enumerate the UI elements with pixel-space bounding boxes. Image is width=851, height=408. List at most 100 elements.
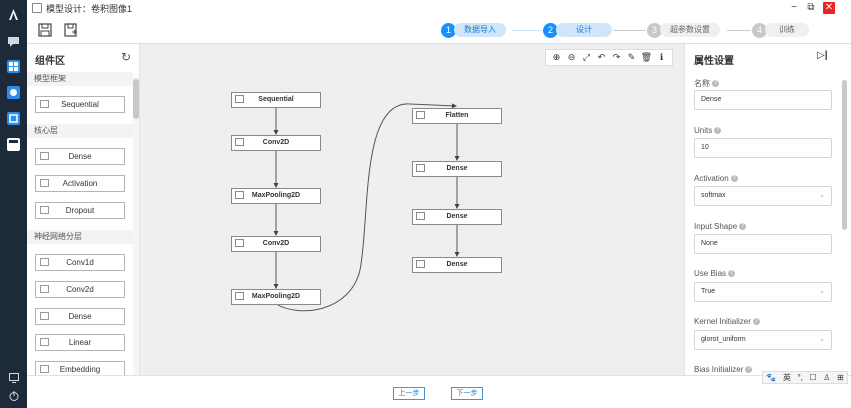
step-number: 3 (647, 22, 662, 38)
units-input[interactable]: 10 (694, 138, 832, 158)
ime-grid-icon[interactable]: ⊞ (837, 373, 844, 382)
delete-icon[interactable]: 🗑 (640, 52, 653, 62)
component-dropout[interactable]: Dropout (35, 202, 125, 219)
node-conv2d[interactable]: Conv2D (231, 135, 321, 151)
node-label: Sequential (258, 96, 294, 103)
dataset-icon[interactable] (7, 86, 20, 99)
component-conv1d[interactable]: Conv1d (35, 254, 125, 271)
info-icon[interactable]: ℹ (659, 52, 664, 62)
node-flatten[interactable]: Flatten (412, 108, 502, 124)
power-icon[interactable] (7, 389, 20, 402)
scrollbar-thumb[interactable] (133, 79, 139, 119)
app-sidebar-rail (0, 0, 27, 408)
component-panel-scrollbar[interactable] (133, 77, 139, 375)
screen-icon[interactable] (7, 371, 20, 384)
window-title: 模型设计：卷积图像1 (46, 3, 133, 14)
component-label: Sequential (61, 100, 99, 109)
component-activation[interactable]: Activation (35, 175, 125, 192)
node-maxpooling2d[interactable]: MaxPooling2D (231, 289, 321, 305)
collapse-panel-icon[interactable]: ▷| (817, 50, 828, 61)
use-bias-select[interactable]: True⌄ (694, 282, 832, 302)
help-icon[interactable]: ? (728, 270, 736, 278)
step-label: 数据导入 (454, 23, 506, 37)
design-icon[interactable] (7, 138, 20, 151)
step-train[interactable]: 4 训练 (752, 22, 809, 38)
ime-toolbar: 🐾 英 °, ☐ ♙ ⊞ (762, 371, 848, 384)
group-header-core[interactable]: 核心层 (27, 124, 133, 138)
node-icon (416, 111, 425, 119)
component-label: Conv1d (66, 258, 94, 267)
node-icon (235, 138, 244, 146)
name-input[interactable]: Dense (694, 90, 832, 110)
help-icon[interactable]: ? (712, 80, 719, 88)
node-label: Dense (446, 165, 468, 172)
node-label: Dense (446, 213, 468, 220)
node-label: Conv2D (262, 139, 290, 146)
redo-icon[interactable]: ↷ (612, 52, 621, 62)
component-label: Dense (68, 152, 92, 161)
edit-icon[interactable]: ✎ (627, 52, 636, 62)
kernel-initializer-select[interactable]: glorot_uniform⌄ (694, 330, 832, 350)
node-maxpooling2d[interactable]: MaxPooling2D (231, 188, 321, 204)
apps-icon[interactable] (7, 60, 20, 73)
select-value: softmax (701, 192, 726, 199)
minimize-button[interactable]: − (791, 2, 797, 13)
component-dense-nn[interactable]: Dense (35, 308, 125, 325)
zoom-out-icon[interactable]: ⊖ (567, 52, 576, 62)
step-label: 超参数设置 (660, 23, 720, 37)
help-icon[interactable]: ? (739, 223, 747, 231)
node-dense[interactable]: Dense (412, 209, 502, 225)
step-hyperparams[interactable]: 3 超参数设置 (647, 22, 720, 38)
prev-step-button[interactable]: 上一步 (393, 387, 425, 400)
restore-button[interactable]: ⧉ (807, 2, 815, 13)
properties-panel-scrollbar[interactable] (842, 78, 848, 278)
canvas-toolbar: ⊕ ⊖ ⤢ ↶ ↷ ✎ 🗑 ℹ (545, 49, 673, 66)
app-logo-icon (7, 8, 20, 21)
chevron-down-icon: ⌄ (819, 192, 825, 199)
help-icon[interactable]: ? (730, 175, 738, 183)
next-step-button[interactable]: 下一步 (451, 387, 483, 400)
help-icon[interactable]: ? (745, 366, 753, 374)
step-number: 1 (441, 22, 456, 38)
group-header-framework[interactable]: 模型框架 (27, 72, 133, 86)
model-icon[interactable] (7, 112, 20, 125)
field-label-units: Units? (694, 126, 722, 135)
node-icon (416, 260, 425, 268)
node-dense[interactable]: Dense (412, 161, 502, 177)
help-icon[interactable]: ? (714, 127, 722, 135)
step-design[interactable]: 2 设计 (543, 22, 612, 38)
component-conv2d[interactable]: Conv2d (35, 281, 125, 298)
field-label-kernel-initializer: Kernel Initializer? (694, 317, 760, 326)
component-embedding[interactable]: Embedding (35, 361, 125, 375)
node-icon (235, 239, 244, 247)
ime-language-toggle[interactable]: 英 (782, 373, 791, 382)
component-sequential[interactable]: Sequential (35, 96, 125, 113)
node-dense-selected[interactable]: Dense (412, 257, 502, 273)
ime-paw-icon[interactable]: 🐾 (766, 373, 777, 382)
fit-icon[interactable]: ⤢ (582, 52, 591, 62)
undo-icon[interactable]: ↶ (597, 52, 606, 62)
node-sequential[interactable]: Sequential (231, 92, 321, 108)
message-icon[interactable] (7, 35, 20, 48)
step-number: 4 (752, 22, 767, 38)
ime-user-icon[interactable]: ♙ (823, 373, 831, 382)
help-icon[interactable]: ? (752, 318, 760, 326)
zoom-in-icon[interactable]: ⊕ (552, 52, 561, 62)
close-button[interactable]: ✕ (823, 2, 835, 14)
save-as-icon[interactable] (64, 23, 78, 37)
ime-punctuation-toggle[interactable]: °, (797, 373, 803, 382)
group-header-nn-layers[interactable]: 神经网络分层 (27, 230, 133, 244)
component-icon (40, 258, 49, 266)
save-icon[interactable] (38, 23, 52, 37)
scrollbar-thumb[interactable] (842, 80, 847, 230)
component-linear[interactable]: Linear (35, 334, 125, 351)
input-shape-input[interactable]: None (694, 234, 832, 254)
activation-select[interactable]: softmax ⌄ (694, 186, 832, 206)
step-data-import[interactable]: 1 数据导入 (441, 22, 506, 38)
node-conv2d[interactable]: Conv2D (231, 236, 321, 252)
refresh-icon[interactable]: ↻ (121, 50, 132, 64)
field-label-activation: Activation? (694, 174, 738, 183)
ime-keyboard-icon[interactable]: ☐ (809, 373, 817, 382)
component-icon (40, 206, 49, 214)
component-dense[interactable]: Dense (35, 148, 125, 165)
